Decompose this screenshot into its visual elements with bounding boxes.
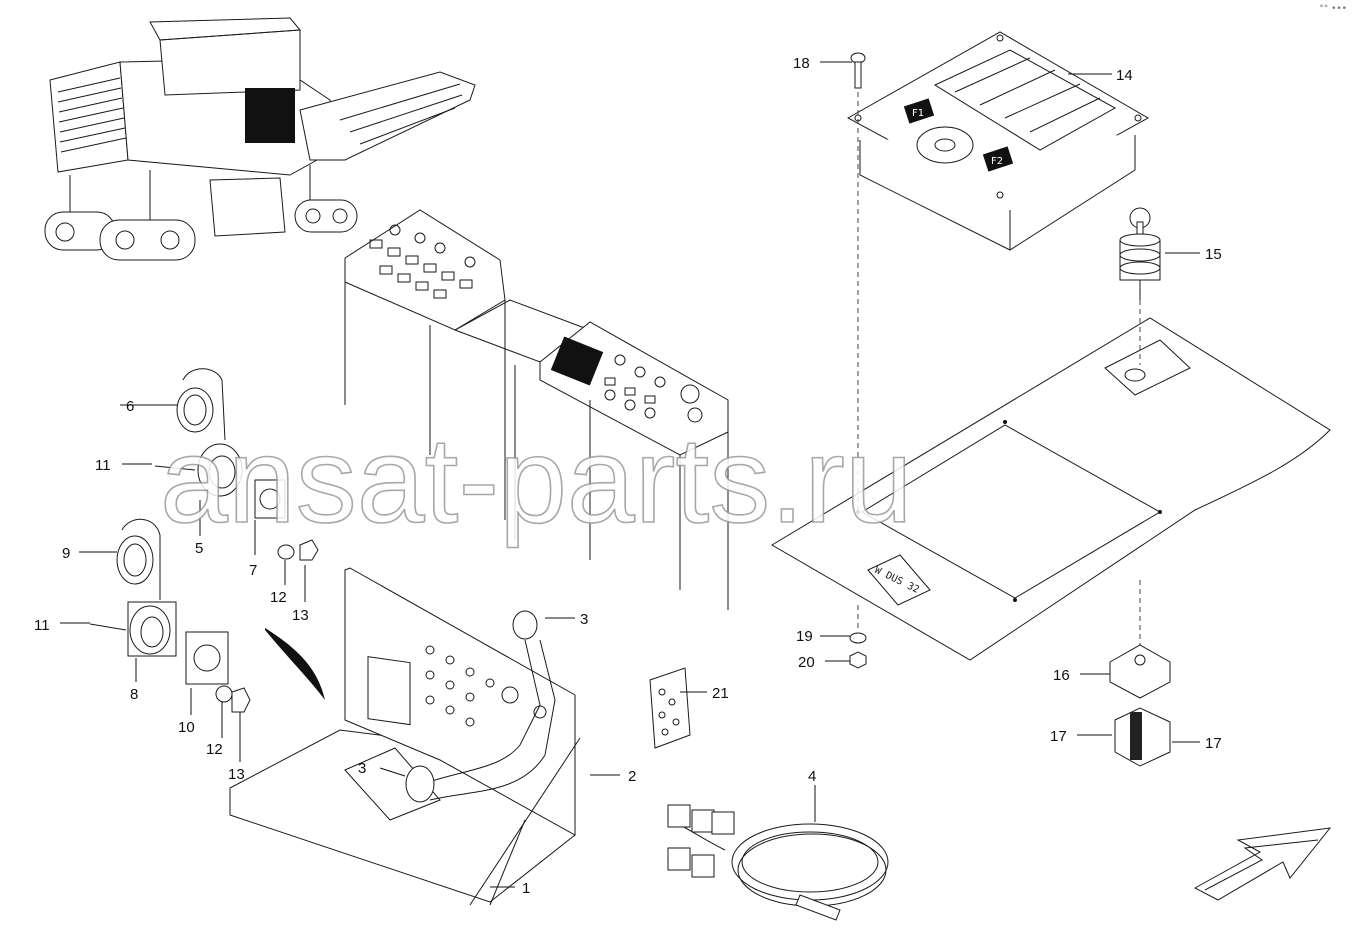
key-f2-label: F2 bbox=[991, 156, 1003, 167]
callout-13-upper: 13 bbox=[292, 607, 309, 624]
track-right bbox=[294, 199, 358, 233]
callout-4: 4 bbox=[808, 768, 816, 785]
callout-12-lower: 12 bbox=[206, 741, 223, 758]
callout-13-lower: 13 bbox=[228, 766, 245, 783]
callout-5: 5 bbox=[195, 540, 203, 557]
leader-lines bbox=[60, 61, 1200, 888]
relay-base bbox=[1109, 644, 1171, 699]
receptacle-upper bbox=[154, 443, 319, 561]
callout-21: 21 bbox=[712, 685, 729, 702]
contact-block bbox=[1114, 707, 1171, 767]
callout-14: 14 bbox=[1116, 67, 1133, 84]
callout-11-upper: 11 bbox=[95, 457, 111, 474]
callout-2: 2 bbox=[628, 768, 636, 785]
callout-8: 8 bbox=[130, 686, 138, 703]
callout-9: 9 bbox=[62, 545, 70, 562]
callout-17-left: 17 bbox=[1050, 728, 1067, 745]
callout-18: 18 bbox=[793, 55, 810, 72]
screw bbox=[850, 52, 866, 89]
callout-19: 19 bbox=[796, 628, 813, 645]
callout-3-upper: 3 bbox=[580, 611, 588, 628]
callout-17-right: 17 bbox=[1205, 735, 1222, 752]
receptacle-lower bbox=[89, 601, 251, 713]
track-left bbox=[44, 211, 196, 261]
key-f1-label: F1 bbox=[912, 108, 924, 119]
callout-11-lower: 11 bbox=[34, 617, 50, 634]
callout-12-upper: 12 bbox=[270, 589, 287, 606]
enclosure-box bbox=[229, 567, 581, 906]
hardware-bag bbox=[649, 667, 691, 749]
washer bbox=[849, 632, 867, 644]
connector-cap-lower bbox=[116, 518, 161, 600]
callout-20: 20 bbox=[798, 654, 815, 671]
direction-arrow-icon bbox=[1193, 827, 1332, 901]
callout-6: 6 bbox=[126, 398, 134, 415]
display-unit: F1 F2 bbox=[846, 31, 1150, 251]
corner-marks: °° ••• bbox=[1319, 4, 1347, 14]
nut bbox=[849, 651, 867, 669]
operator-console bbox=[344, 209, 729, 610]
callout-10: 10 bbox=[178, 719, 195, 736]
callout-7: 7 bbox=[249, 562, 257, 579]
callout-labels: 18 14 15 16 17 17 19 20 3 3 2 1 4 21 6 1… bbox=[34, 55, 1222, 897]
cable-harness bbox=[667, 804, 889, 921]
key-switch bbox=[1119, 207, 1161, 300]
machine-overview bbox=[44, 17, 476, 261]
callout-1: 1 bbox=[522, 880, 530, 897]
callout-3-lower: 3 bbox=[358, 760, 366, 777]
connector-cap-upper bbox=[176, 368, 226, 441]
callout-15: 15 bbox=[1205, 246, 1222, 263]
callout-16: 16 bbox=[1053, 667, 1070, 684]
cover-plate: W DUS 32 bbox=[771, 317, 1331, 661]
watermark-text: ansat-parts.ru bbox=[160, 412, 913, 548]
